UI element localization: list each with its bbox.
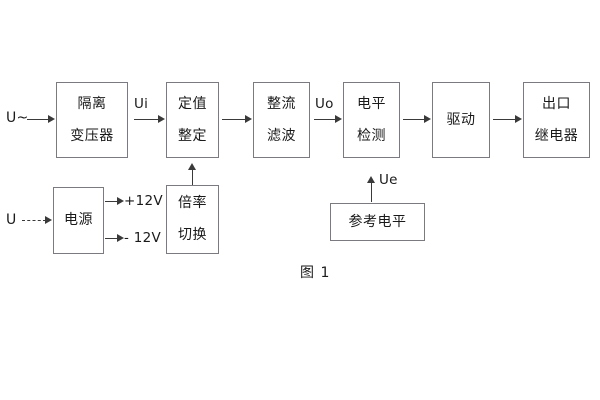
arrow-shaft [403, 119, 425, 120]
arrow-head [335, 114, 342, 123]
block-label-line: 检测 [357, 127, 386, 144]
arrow-shaft [371, 181, 372, 202]
block-label-line: 参考电平 [348, 213, 407, 230]
block-label-line: 切换 [178, 227, 207, 243]
figure-caption: 图 1 [300, 265, 331, 281]
arrow-head [48, 114, 55, 123]
label-input-ac: U~ [6, 110, 29, 126]
arrow-head [45, 215, 52, 224]
arrow-shaft [27, 119, 49, 120]
block-label-line: 驱动 [446, 111, 476, 128]
block-level-detection: 电平检测 [343, 82, 400, 158]
label-uo: Uo [315, 96, 334, 112]
label-ue: Ue [379, 172, 398, 188]
arrow-head [117, 196, 124, 205]
arrow-shaft [314, 119, 336, 120]
block-label-line: 整定 [178, 127, 207, 144]
block-label-line: 定值 [178, 95, 207, 112]
arrow-shaft [134, 119, 159, 120]
label-minus12v: - 12V [124, 230, 162, 246]
arrow-head [424, 114, 431, 123]
block-label-line: 变压器 [70, 127, 114, 144]
block-drive: 驱动 [432, 82, 490, 158]
arrow-head [187, 163, 196, 170]
arrow-head [158, 114, 165, 123]
block-reference-level: 参考电平 [330, 203, 425, 241]
arrow-shaft [493, 119, 516, 120]
block-label-line: 出口 [542, 95, 571, 112]
block-label-line: 电平 [357, 95, 386, 112]
block-label-line: 滤波 [267, 127, 296, 144]
arrow-head [366, 176, 375, 183]
block-power-supply: 电源 [53, 187, 104, 254]
label-input-dc: U [6, 212, 17, 228]
arrow-head [515, 114, 522, 123]
block-label-line: 隔离 [77, 95, 107, 112]
arrow-shaft [222, 119, 246, 120]
block-isolation-transformer: 隔离变压器 [56, 82, 128, 158]
block-multiplier-switch: 倍率切换 [166, 185, 219, 254]
label-plus12v: +12V [124, 193, 163, 209]
arrow-shaft [192, 168, 193, 185]
arrow-shaft [22, 220, 46, 221]
block-rectify-filter: 整流滤波 [253, 82, 310, 158]
arrow-shaft [105, 238, 118, 239]
arrow-shaft [105, 201, 118, 202]
arrow-head [245, 114, 252, 123]
block-label-line: 电源 [64, 212, 93, 229]
block-label-line: 整流 [267, 95, 296, 112]
label-ui: Ui [134, 96, 149, 112]
block-output-relay: 出口继电器 [523, 82, 590, 158]
block-label-line: 继电器 [534, 127, 579, 144]
block-label-line: 倍率 [178, 195, 207, 212]
arrow-head [117, 233, 124, 242]
block-setting-value: 定值整定 [166, 82, 219, 158]
